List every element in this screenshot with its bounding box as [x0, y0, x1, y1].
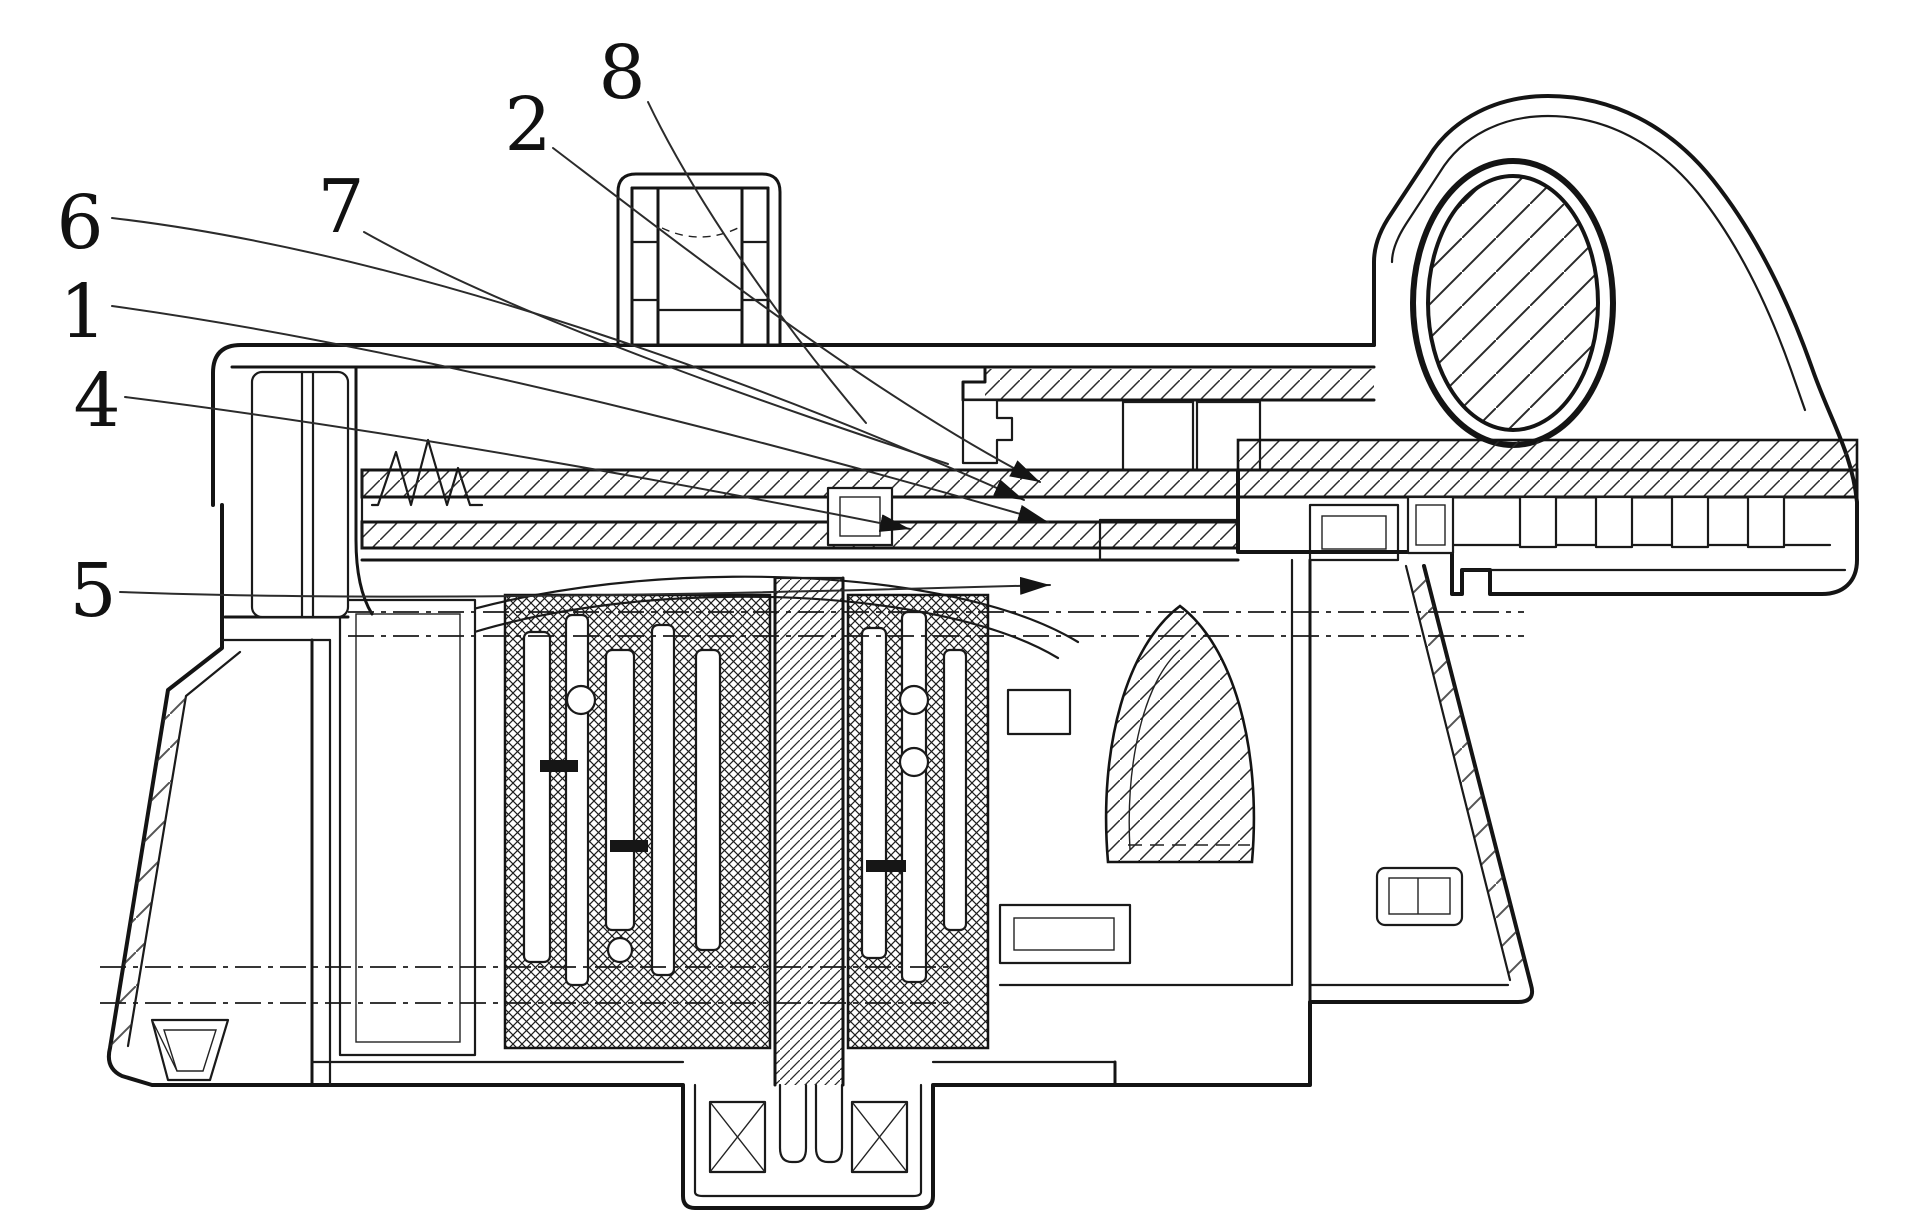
callout-7: 7 [317, 164, 364, 250]
foot-rib-slot [1746, 495, 1786, 549]
lever-arm [211, 343, 1376, 619]
mounting-slot [150, 1018, 230, 1082]
housing-outline [106, 503, 1535, 1210]
plate-block [826, 486, 894, 547]
arm-rib [1195, 400, 1262, 472]
callout-4: 4 [73, 358, 120, 444]
callout-1: 1 [59, 269, 106, 355]
internal-mechanism [338, 438, 1292, 1087]
leader-line-8 [647, 101, 867, 424]
leader-lines [111, 101, 1051, 598]
plate-lower [360, 520, 1240, 550]
bottom-tab [693, 1083, 923, 1198]
foot-clip [1406, 495, 1455, 555]
arm-section-hatch [985, 369, 1374, 400]
gear-cluster-left [503, 593, 772, 1050]
foot-section-hatch [1236, 438, 1859, 472]
seal-block-left [708, 1100, 767, 1174]
leader-line-4 [124, 396, 911, 532]
centerlines [100, 611, 1524, 1004]
arm-rib [1121, 400, 1195, 472]
callout-8: 8 [598, 30, 645, 116]
spring-bell [1104, 604, 1256, 864]
flange-clip [1375, 866, 1464, 927]
callout-6: 6 [56, 180, 103, 266]
right-flange-hatch [1406, 566, 1531, 985]
callout-2: 2 [504, 82, 551, 168]
foot-rib-slot [1670, 495, 1710, 549]
leader-line-5 [119, 576, 1051, 598]
seal-block-right [850, 1100, 909, 1174]
leader-line-6 [111, 217, 1025, 501]
eyelet-bore [1426, 174, 1600, 432]
callout-5: 5 [69, 548, 116, 634]
leader-line-7 [363, 231, 949, 465]
leader-line-1 [111, 305, 1049, 523]
leader-line-2 [552, 147, 1041, 483]
foot-rib-slot [1518, 495, 1558, 549]
terminal-pin [814, 1083, 844, 1164]
arm-hub [220, 365, 374, 619]
left-flange-hatch [110, 690, 186, 1048]
left-chamber [338, 598, 477, 1057]
mounting-eyelet [1236, 94, 1859, 596]
terminal-pin [778, 1083, 808, 1164]
center-shaft [773, 576, 845, 1087]
plate-upper [360, 468, 1859, 499]
foot-rib-slot [1594, 495, 1634, 549]
reference-numerals: 8 2 7 6 1 4 5 [56, 30, 645, 634]
gear-cluster-right [846, 593, 990, 1050]
inner-steps [998, 688, 1292, 987]
section-plates [360, 468, 1859, 562]
